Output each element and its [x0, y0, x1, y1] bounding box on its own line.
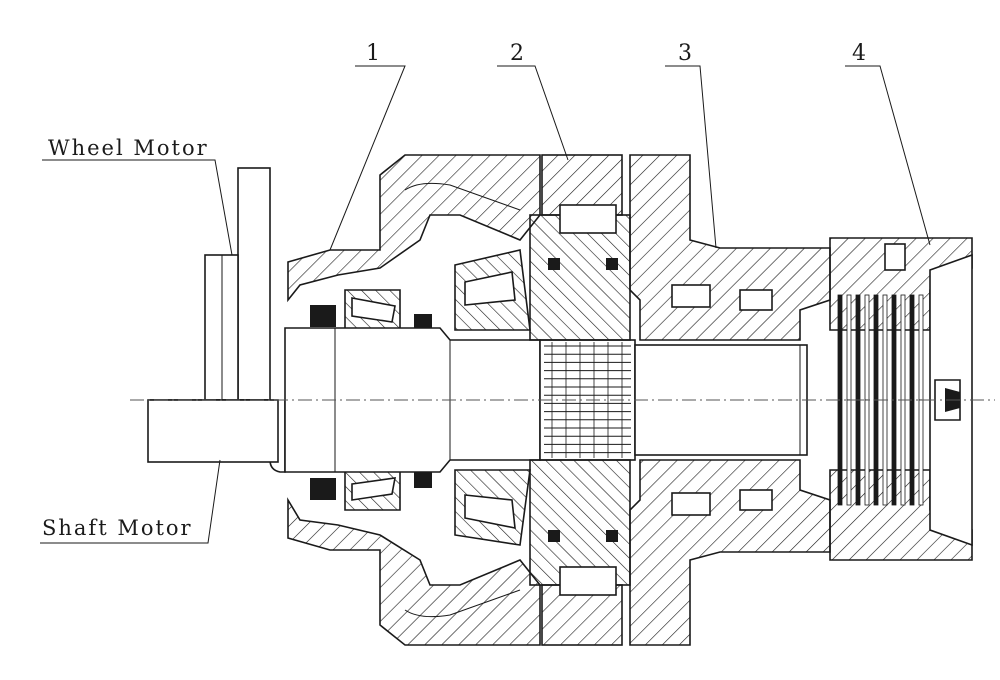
- brake-disc: [918, 399, 924, 506]
- brake-disc: [909, 399, 915, 506]
- wheel-motor-label: Wheel Motor: [48, 136, 209, 160]
- tapered-bearing-left-lower: [344, 469, 401, 511]
- brake-disc: [918, 294, 924, 401]
- shaft-motor-body: [147, 399, 286, 473]
- brake-disc: [864, 399, 870, 506]
- brake-disc: [837, 294, 843, 401]
- brake-disc: [855, 399, 861, 506]
- brake-disc: [846, 399, 852, 506]
- brake-disc: [846, 294, 852, 401]
- housing-section-2: [529, 154, 631, 646]
- callout-1: 1: [366, 41, 380, 66]
- tapered-bearing-mid-upper: [454, 249, 531, 331]
- callout-2: 2: [510, 41, 524, 66]
- wheel-motor-flange: [204, 167, 271, 401]
- brake-disc: [900, 399, 906, 506]
- brake-disc: [909, 294, 915, 401]
- brake-disc: [891, 294, 897, 401]
- brake-disc: [873, 294, 879, 401]
- brake-disc-stack: [837, 294, 924, 506]
- brake-disc: [837, 399, 843, 506]
- brake-disc: [873, 399, 879, 506]
- tapered-bearing-mid-lower: [454, 469, 531, 546]
- callout-4: 4: [852, 41, 866, 66]
- brake-disc: [882, 399, 888, 506]
- housing-section-1: [287, 154, 541, 646]
- shaft-motor-label: Shaft Motor: [42, 516, 193, 540]
- brake-disc: [864, 294, 870, 401]
- brake-disc: [882, 294, 888, 401]
- callout-3: 3: [678, 41, 692, 66]
- brake-disc: [855, 294, 861, 401]
- shaft-seal-lower: [310, 470, 432, 500]
- tapered-bearing-left-upper: [344, 289, 401, 331]
- brake-disc: [900, 294, 906, 401]
- leader-lines: [40, 65, 931, 544]
- brake-disc: [891, 399, 897, 506]
